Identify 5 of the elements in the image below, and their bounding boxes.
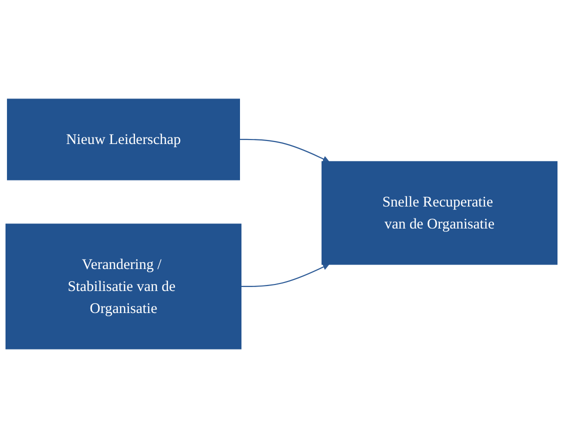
node-box: Verandering / Stabilisatie van de Organisatie	[6, 224, 242, 350]
node-box: Nieuw Leiderschap	[6, 98, 240, 180]
node-box: Snelle Recuperatie van de Organisatie	[322, 161, 558, 265]
arrow	[241, 264, 330, 288]
arrow	[240, 138, 330, 162]
